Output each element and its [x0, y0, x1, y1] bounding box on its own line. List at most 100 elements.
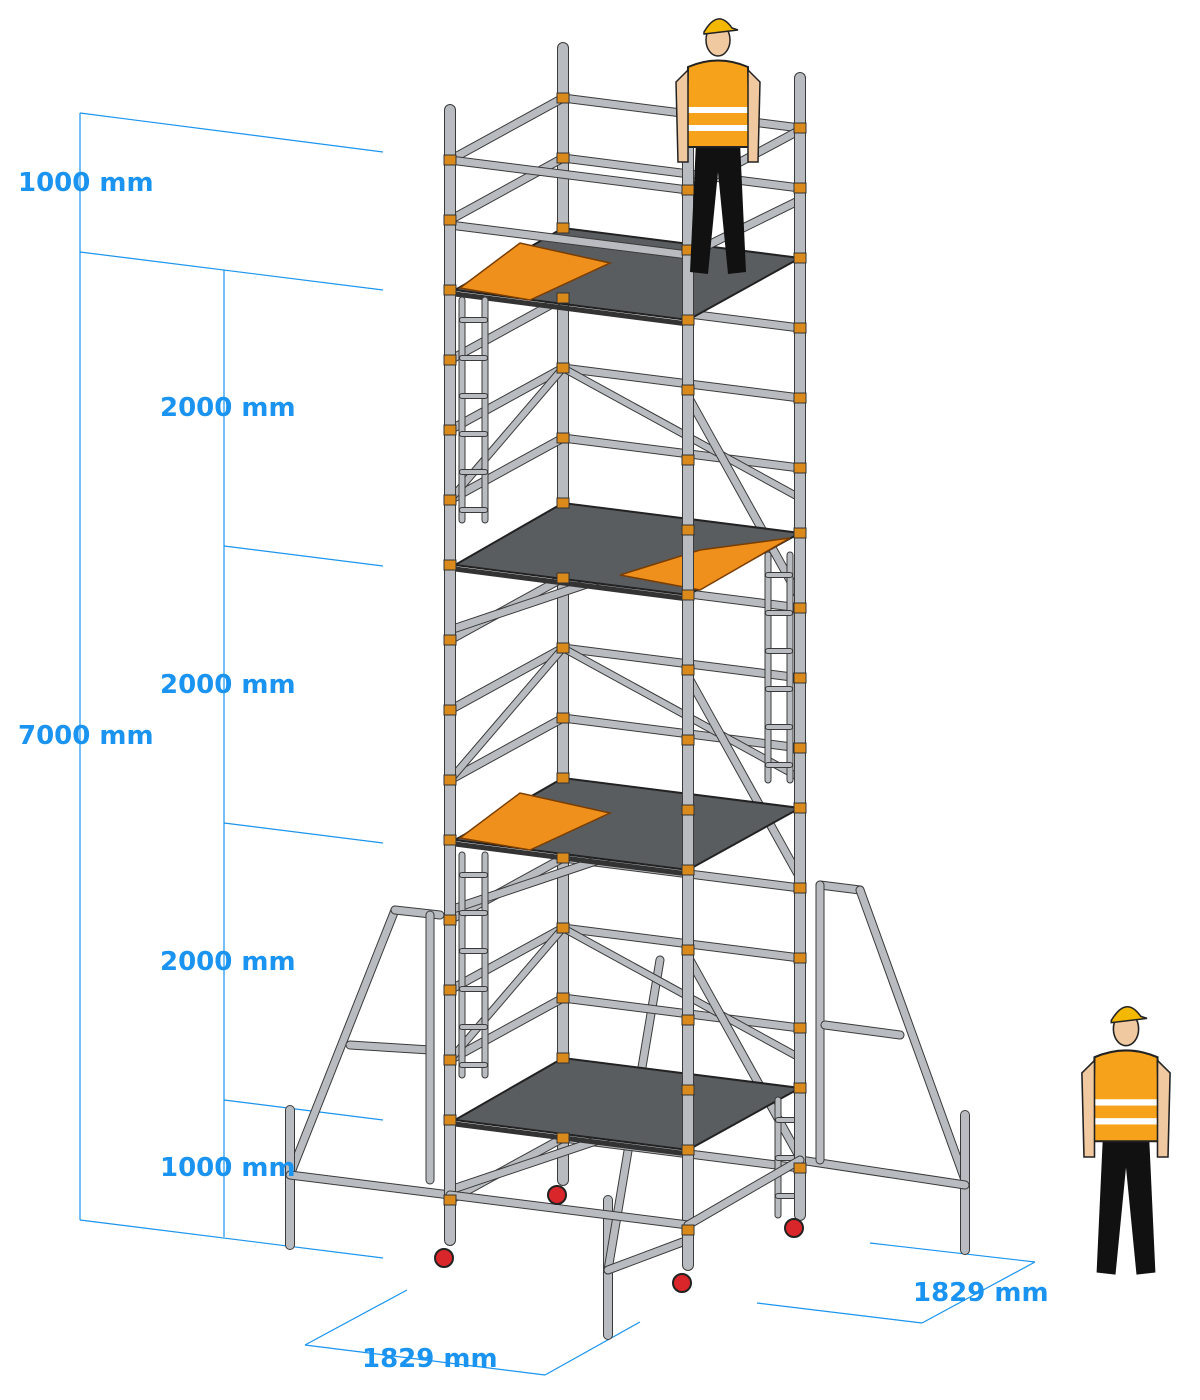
ledger: [446, 994, 567, 1064]
coupler: [556, 1132, 570, 1144]
coupler: [793, 322, 807, 334]
coupler: [793, 1082, 807, 1094]
coupler: [556, 642, 570, 654]
diagonal-brace: [686, 396, 804, 602]
worker-legs: [1096, 1136, 1156, 1275]
coupler: [556, 432, 570, 444]
vest-stripe: [688, 125, 748, 131]
coupler: [556, 362, 570, 374]
ledger: [446, 714, 567, 784]
brace: [560, 365, 803, 501]
ledger: [559, 364, 804, 402]
base-height-label: 1000 mm: [160, 1153, 296, 1183]
guardrail: [446, 221, 692, 259]
trapdoor-hatch: [458, 242, 613, 301]
safety-vest-icon: [684, 59, 752, 148]
ledger: [446, 364, 567, 434]
worker-arms: [675, 68, 761, 163]
coupler: [681, 454, 695, 466]
outrigger: [816, 881, 864, 894]
coupler: [681, 384, 695, 396]
coupler: [556, 222, 570, 234]
worker-on-platform: [675, 18, 761, 274]
coupler: [793, 882, 807, 894]
diagonal-brace: [686, 676, 804, 882]
coupler: [681, 1144, 695, 1156]
coupler: [443, 424, 457, 436]
outrigger: [856, 886, 969, 1184]
trapdoor-hatch: [458, 792, 613, 851]
coupler: [681, 664, 695, 676]
dimension-line: [756, 1302, 923, 1324]
trapdoor-hatch: [619, 537, 791, 591]
platform-edge: [454, 291, 689, 327]
dimension-line: [223, 1099, 384, 1121]
coupler: [443, 154, 457, 166]
coupler: [681, 314, 695, 326]
platform-edge: [454, 841, 689, 877]
ledger: [446, 434, 567, 504]
coupler: [443, 1114, 457, 1126]
coupler: [681, 1224, 695, 1236]
outrigger: [604, 1236, 692, 1274]
ledger: [446, 644, 567, 714]
coupler: [443, 984, 457, 996]
vest-stripe: [1094, 1099, 1158, 1106]
ledger: [559, 154, 804, 192]
coupler: [443, 1054, 457, 1066]
coupler: [556, 772, 570, 784]
base-ledger: [446, 1191, 692, 1229]
ledger: [446, 924, 567, 994]
coupler: [681, 1084, 695, 1096]
castor-wheel: [547, 1185, 567, 1205]
coupler: [681, 589, 695, 601]
dimension-line: [304, 1344, 546, 1376]
coupler: [556, 1052, 570, 1064]
coupler: [793, 742, 807, 754]
dimension-line: [223, 545, 384, 567]
coupler: [681, 524, 695, 536]
level-height-label-3: 2000 mm: [160, 947, 296, 977]
vest-stripe: [688, 107, 748, 113]
ledger: [446, 94, 567, 164]
coupler: [443, 284, 457, 296]
coupler: [556, 712, 570, 724]
dimension-line: [869, 1242, 1036, 1263]
diagonal-brace: [686, 956, 804, 1162]
outrigger: [796, 1156, 969, 1189]
coupler: [793, 527, 807, 539]
outrigger: [286, 906, 399, 1179]
worker-standing-reference: [1081, 1006, 1171, 1275]
coupler: [681, 184, 695, 196]
castor-wheel: [784, 1218, 804, 1238]
coupler: [681, 734, 695, 746]
base-ledger: [684, 1156, 804, 1229]
ledger: [559, 434, 804, 472]
platform-edge: [454, 566, 689, 602]
width-label: 1829 mm: [362, 1344, 498, 1374]
coupler: [443, 634, 457, 646]
coupler: [681, 804, 695, 816]
depth-label: 1829 mm: [913, 1278, 1049, 1308]
ledger: [559, 924, 804, 962]
platform-edge: [454, 1121, 689, 1157]
coupler: [556, 497, 570, 509]
castor-wheel: [672, 1273, 692, 1293]
level-height-label-1: 2000 mm: [160, 393, 296, 423]
coupler: [443, 914, 457, 926]
coupler: [443, 704, 457, 716]
ledger: [559, 714, 804, 752]
coupler: [681, 1014, 695, 1026]
coupler: [556, 992, 570, 1004]
coupler: [793, 252, 807, 264]
dimension-line: [544, 1321, 641, 1376]
vest-stripe: [1094, 1118, 1158, 1125]
coupler: [443, 1194, 457, 1206]
coupler: [681, 864, 695, 876]
outrigger: [346, 1041, 434, 1054]
dimension-line: [79, 251, 384, 291]
dimension-line: [921, 1261, 1036, 1324]
